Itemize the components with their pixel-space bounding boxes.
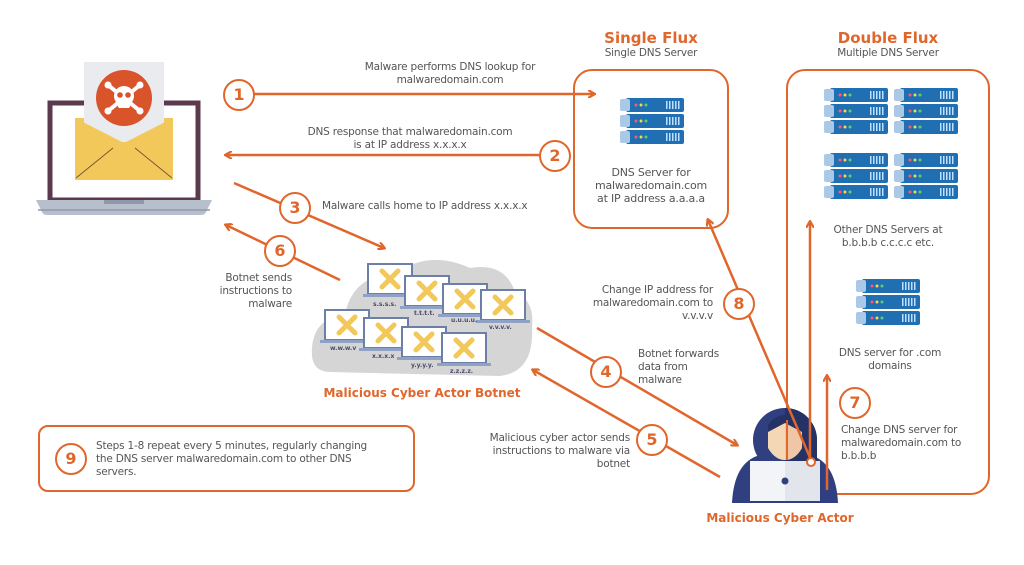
step-9-badge: 9 <box>55 443 87 475</box>
step-7-badge: 7 <box>839 387 871 419</box>
step-5-badge: 5 <box>636 424 668 456</box>
step-7-text: Change DNS server for malwaredomain.com … <box>841 424 962 462</box>
single-flux-box <box>573 69 729 229</box>
infected-laptop-icon <box>36 62 212 215</box>
flow-arrows <box>226 94 827 490</box>
step-4-badge: 4 <box>590 356 622 388</box>
step-5-text: Malicious cyber actor sends instructions… <box>489 432 631 470</box>
cyber-actor-icon <box>732 408 838 503</box>
actor-title: Malicious Cyber Actor <box>706 511 854 525</box>
single-flux-title: Single Flux <box>604 29 698 47</box>
bot-ip-z: z.z.z.z. <box>450 368 473 375</box>
botnet-title: Malicious Cyber Actor Botnet <box>323 386 521 400</box>
dns-server-cluster-icon <box>824 88 958 199</box>
com-dns-server-label: DNS server for .com domains <box>838 347 942 372</box>
botnet-cloud-icon: s.s.s.s. t.t.t.t. u.u.u.u. v.v.v.v. w.w.… <box>311 259 533 376</box>
single-dns-server-icon <box>620 98 684 144</box>
step-3-text: Malware calls home to IP address x.x.x.x <box>322 200 528 212</box>
bot-ip-x: x.x.x.x <box>372 353 394 360</box>
repeat-note-box <box>38 425 415 492</box>
actor-origin-dot <box>806 457 816 467</box>
double-flux-box <box>786 69 990 495</box>
single-dns-server-label: DNS Server for malwaredomain.com at IP a… <box>594 166 708 205</box>
step-8-text: Change IP address for malwaredomain.com … <box>592 284 713 322</box>
step-4-text: Botnet forwards data from malware <box>638 348 720 386</box>
single-flux-subtitle: Single DNS Server <box>604 47 698 59</box>
step-3-badge: 3 <box>279 192 311 224</box>
bot-ip-w: w.w.w.v <box>330 345 356 352</box>
bot-ip-t: t.t.t.t. <box>414 310 435 317</box>
bot-ip-y: y.y.y.y. <box>411 362 434 369</box>
other-dns-servers-label: Other DNS Servers at b.b.b.b c.c.c.c etc… <box>833 224 943 249</box>
step-6-text: Botnet sends instructions to malware <box>219 272 293 310</box>
step-1-text: Malware performs DNS lookup for malwared… <box>364 61 536 86</box>
step-1-badge: 1 <box>223 79 255 111</box>
com-dns-server-icon <box>856 279 920 325</box>
step-2-badge: 2 <box>539 140 571 172</box>
step-9-text: Steps 1-8 repeat every 5 minutes, regula… <box>96 440 367 478</box>
bot-ip-u: u.u.u.u. <box>451 317 477 324</box>
arrow-step-5 <box>533 370 721 479</box>
arrow-step-4 <box>536 326 737 445</box>
double-flux-subtitle: Multiple DNS Server <box>837 47 939 59</box>
double-flux-title: Double Flux <box>837 29 939 47</box>
step-8-badge: 8 <box>723 288 755 320</box>
arrow-step-8 <box>708 220 813 461</box>
step-2-text: DNS response that malwaredomain.com is a… <box>307 126 513 151</box>
bot-ip-v: v.v.v.v. <box>489 324 512 331</box>
step-6-badge: 6 <box>264 235 296 267</box>
bot-ip-s: s.s.s.s. <box>373 301 396 308</box>
